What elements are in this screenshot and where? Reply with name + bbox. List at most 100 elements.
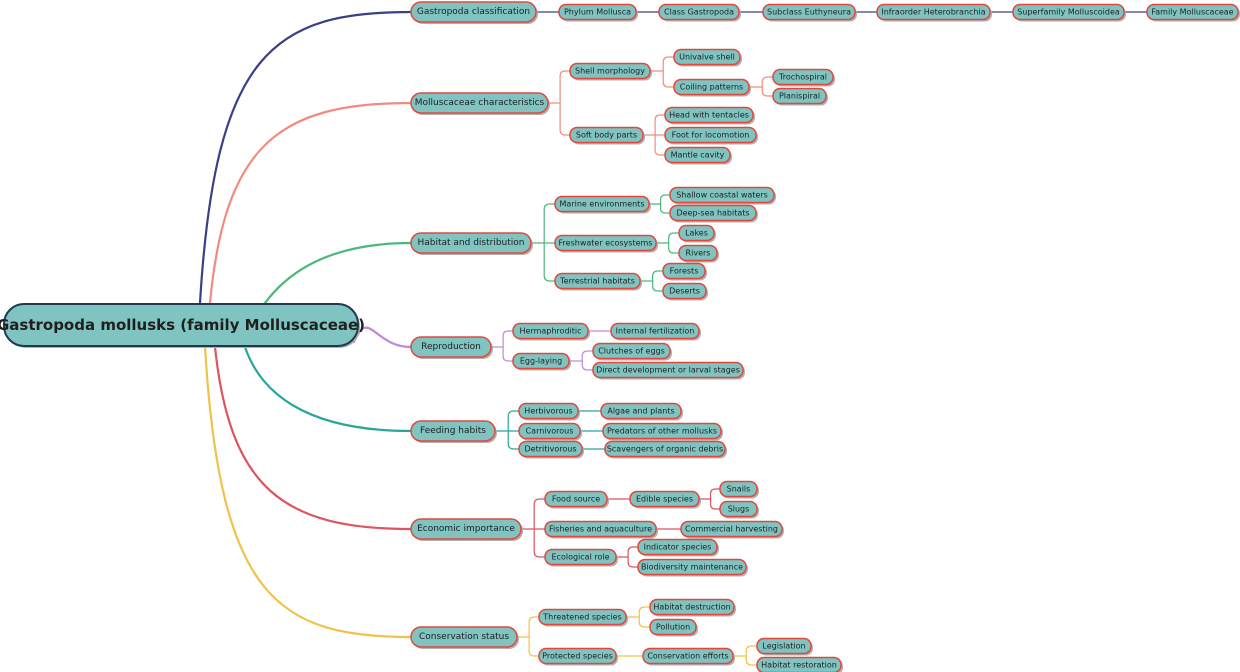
- node-habitat-destruction[interactable]: Habitat destruction: [649, 598, 736, 617]
- node-habitat-restoration[interactable]: Habitat restoration: [756, 656, 843, 672]
- node-family-molluscaceae[interactable]: Family Molluscaceae: [1146, 3, 1240, 22]
- root-node[interactable]: Gastropoda mollusks (family Molluscaceae…: [0, 303, 365, 348]
- node-gastropoda-classification[interactable]: Gastropoda classification: [410, 1, 538, 24]
- node-shallow-coastal-waters[interactable]: Shallow coastal waters: [669, 186, 776, 205]
- node-predators-of-other-mollusks[interactable]: Predators of other mollusks: [602, 422, 723, 441]
- node-deep-sea-habitats[interactable]: Deep-sea habitats: [669, 204, 758, 223]
- node-direct-development-or-larval-stages[interactable]: Direct development or larval stages: [592, 361, 745, 380]
- node-internal-fertilization[interactable]: Internal fertilization: [610, 322, 701, 341]
- branch-connector: [243, 345, 413, 433]
- node-marine-environments[interactable]: Marine environments: [554, 195, 651, 214]
- node-box: [756, 637, 812, 655]
- node-label: Univalve shell: [679, 53, 735, 62]
- node-pollution[interactable]: Pollution: [649, 618, 698, 637]
- node-phylum-mollusca[interactable]: Phylum Mollusca: [558, 3, 638, 22]
- node-trochospiral[interactable]: Trochospiral: [772, 68, 835, 87]
- node-soft-body-parts[interactable]: Soft body parts: [569, 126, 645, 145]
- node-conservation-status[interactable]: Conservation status: [410, 626, 519, 649]
- connector: [659, 194, 671, 205]
- node-label: Threatened species: [542, 613, 621, 622]
- node-fisheries-and-aquaculture[interactable]: Fisheries and aquaculture: [544, 520, 658, 539]
- node-scavengers-of-organic-debris[interactable]: Scavengers of organic debris: [604, 440, 727, 459]
- node-indicator-species[interactable]: Indicator species: [637, 538, 719, 557]
- node-freshwater-ecosystems[interactable]: Freshwater ecosystems: [554, 234, 658, 253]
- connector: [581, 350, 594, 362]
- node-ecological-role[interactable]: Ecological role: [544, 548, 618, 567]
- node-label: Predators of other mollusks: [607, 427, 717, 436]
- connector: [709, 498, 721, 510]
- node-planispiral[interactable]: Planispiral: [772, 87, 828, 106]
- node-detritivorous[interactable]: Detritivorous: [518, 440, 584, 459]
- node-box: [1146, 3, 1239, 21]
- node-box: [569, 62, 651, 80]
- connector: [543, 242, 556, 282]
- node-label: Indicator species: [644, 543, 712, 552]
- node-herbivorous[interactable]: Herbivorous: [518, 402, 580, 421]
- node-superfamily-molluscoidea[interactable]: Superfamily Molluscoidea: [1012, 3, 1126, 22]
- node-label: Gastropoda mollusks (family Molluscaceae…: [0, 316, 365, 334]
- node-box: [719, 500, 758, 518]
- node-class-gastropoda[interactable]: Class Gastropoda: [658, 3, 741, 22]
- node-label: Hermaphroditic: [520, 327, 582, 336]
- node-legislation[interactable]: Legislation: [756, 637, 813, 656]
- connector: [507, 430, 520, 450]
- node-label: Head with tentacles: [669, 111, 749, 120]
- node-biodiversity-maintenance[interactable]: Biodiversity maintenance: [637, 558, 748, 577]
- node-commercial-harvesting[interactable]: Commercial harvesting: [680, 520, 784, 539]
- node-box: [649, 618, 697, 636]
- node-egg-laying[interactable]: Egg-laying: [512, 352, 571, 371]
- connector: [559, 70, 571, 104]
- node-hermaphroditic[interactable]: Hermaphroditic: [512, 322, 590, 341]
- node-label: Infraorder Heterobranchia: [881, 8, 985, 17]
- node-label: Class Gastropoda: [664, 8, 734, 17]
- node-head-with-tentacles[interactable]: Head with tentacles: [664, 106, 755, 125]
- connector: [654, 114, 666, 136]
- node-label: Superfamily Molluscoidea: [1017, 8, 1120, 17]
- node-rivers[interactable]: Rivers: [678, 244, 719, 263]
- node-label: Internal fertilization: [616, 327, 695, 336]
- node-economic-importance[interactable]: Economic importance: [410, 518, 523, 541]
- node-label: Legislation: [762, 642, 805, 651]
- node-lakes[interactable]: Lakes: [678, 224, 716, 243]
- connector-layer: [198, 10, 1148, 666]
- node-molluscaceae-characteristics[interactable]: Molluscaceae characteristics: [410, 92, 550, 115]
- node-label: Protected species: [542, 652, 613, 661]
- connector: [668, 232, 680, 244]
- connector: [627, 546, 639, 558]
- node-label: Coiling patterns: [680, 83, 743, 92]
- node-box: [3, 303, 359, 347]
- node-foot-for-locomotion[interactable]: Foot for locomotion: [664, 126, 758, 145]
- node-shell-morphology[interactable]: Shell morphology: [569, 62, 652, 81]
- node-subclass-euthyneura[interactable]: Subclass Euthyneura: [762, 3, 857, 22]
- node-label: Terrestrial habitats: [559, 277, 635, 286]
- node-box: [762, 3, 856, 21]
- node-feeding-habits[interactable]: Feeding habits: [410, 420, 497, 443]
- node-slugs[interactable]: Slugs: [719, 500, 759, 519]
- node-protected-species[interactable]: Protected species: [538, 647, 618, 666]
- node-clutches-of-eggs[interactable]: Clutches of eggs: [592, 342, 672, 361]
- node-forests[interactable]: Forests: [662, 262, 707, 281]
- node-label: Forests: [670, 267, 699, 276]
- node-label: Conservation status: [419, 632, 509, 642]
- node-univalve-shell[interactable]: Univalve shell: [673, 48, 742, 67]
- node-reproduction[interactable]: Reproduction: [410, 336, 493, 359]
- connector: [528, 636, 540, 657]
- node-terrestrial-habitats[interactable]: Terrestrial habitats: [554, 272, 642, 291]
- node-box: [554, 234, 657, 252]
- node-carnivorous[interactable]: Carnivorous: [518, 422, 582, 441]
- node-conservation-efforts[interactable]: Conservation efforts: [642, 647, 735, 666]
- connector: [745, 645, 758, 657]
- node-snails[interactable]: Snails: [719, 480, 759, 499]
- node-infraorder-heterobranchia[interactable]: Infraorder Heterobranchia: [876, 3, 992, 22]
- node-threatened-species[interactable]: Threatened species: [538, 608, 628, 627]
- node-mantle-cavity[interactable]: Mantle cavity: [664, 146, 732, 165]
- node-label: Mantle cavity: [671, 151, 725, 160]
- node-deserts[interactable]: Deserts: [662, 282, 708, 301]
- node-food-source[interactable]: Food source: [544, 490, 609, 509]
- node-coiling-patterns[interactable]: Coiling patterns: [673, 78, 751, 97]
- node-edible-species[interactable]: Edible species: [629, 490, 701, 509]
- node-box: [664, 106, 754, 124]
- node-habitat-and-distribution[interactable]: Habitat and distribution: [410, 232, 533, 255]
- node-algae-and-plants[interactable]: Algae and plants: [600, 402, 683, 421]
- node-label: Rivers: [686, 249, 711, 258]
